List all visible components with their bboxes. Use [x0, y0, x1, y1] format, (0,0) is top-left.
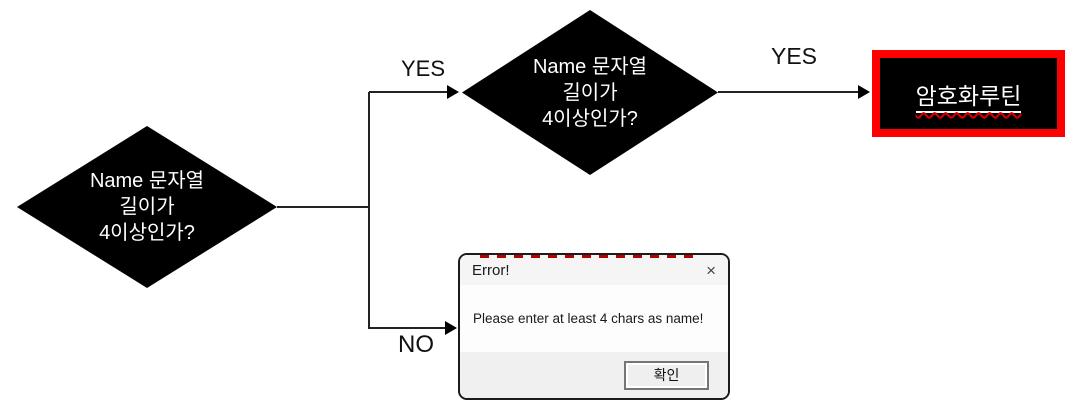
- close-icon[interactable]: ×: [706, 260, 716, 280]
- decision-top-line-2: 길이가: [562, 81, 618, 104]
- connector-yes-to-top-diamond: [369, 91, 449, 93]
- decision-left-line-1: Name 문자열: [89, 170, 205, 192]
- ok-button[interactable]: 확인: [624, 360, 709, 390]
- decision-node-name-length-left: Name 문자열 길이가 4이상인가?: [17, 126, 277, 288]
- branch-label-no: NO: [398, 331, 434, 358]
- decision-left-line-2: 길이가: [119, 196, 175, 218]
- dialog-footer: 확인: [460, 352, 728, 398]
- arrowhead-icon-to-top-diamond: [447, 85, 459, 99]
- connector-vertical-branch: [368, 92, 370, 329]
- process-node-encryption-routine: 암호화루틴: [872, 50, 1065, 137]
- process-label: 암호화루틴: [915, 82, 1022, 113]
- decision-node-name-length-top: Name 문자열 길이가 4이상인가?: [462, 10, 718, 175]
- branch-label-yes-upper: YES: [401, 56, 446, 81]
- dialog-titlebar: Error! ×: [460, 255, 728, 285]
- connector-left-diamond-to-junction: [277, 206, 369, 208]
- arrowhead-icon-to-process-box: [858, 85, 870, 99]
- connector-yes-to-process-box: [718, 91, 859, 93]
- decision-top-line-3: 4이상인가?: [542, 107, 638, 130]
- dialog-title: Error!: [472, 261, 510, 279]
- connector-no-to-dialog: [369, 327, 447, 329]
- dialog-top-red-dash-artifact: [480, 255, 695, 258]
- branch-label-yes-right: YES: [771, 43, 818, 69]
- error-dialog: Error! × Please enter at least 4 chars a…: [458, 253, 730, 400]
- process-label-wrapper: 암호화루틴: [915, 77, 1022, 113]
- dialog-message: Please enter at least 4 chars as name!: [473, 311, 704, 326]
- dialog-body: Please enter at least 4 chars as name!: [460, 285, 728, 352]
- decision-left-line-3: 4이상인가?: [99, 222, 195, 244]
- arrowhead-icon-to-dialog: [445, 321, 457, 335]
- decision-top-line-1: Name 문자열: [532, 55, 648, 78]
